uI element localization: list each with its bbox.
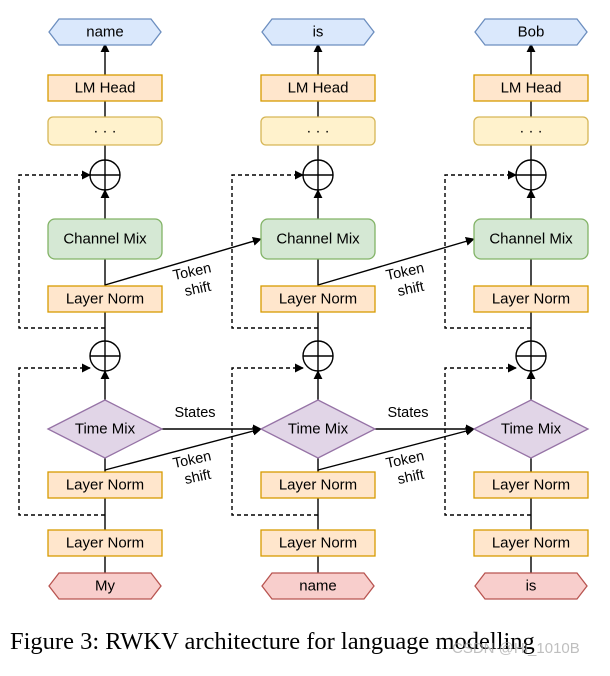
col-3-layer-norm-1 bbox=[473, 285, 589, 313]
col-3-channel-mix-label: Channel Mix bbox=[489, 231, 573, 248]
col-2-layer-norm-1 bbox=[260, 285, 376, 313]
col-3-time-mix bbox=[472, 399, 590, 459]
col-2-layer-norm-3 bbox=[260, 529, 376, 557]
link-2-time-token-label: Token bbox=[385, 448, 426, 472]
col-1-channel-mix-label: Channel Mix bbox=[63, 231, 147, 248]
col-2-channel-mix-label: Channel Mix bbox=[276, 231, 360, 248]
col-2-output-token bbox=[261, 18, 375, 46]
col-1-lm-head-label: LM Head bbox=[75, 80, 136, 97]
col-1-layer-norm-2 bbox=[47, 471, 163, 499]
diagram-edge-labels: StatesTokenshiftTokenshiftStatesTokenshi… bbox=[172, 260, 429, 488]
link-1-channel-shift-label: shift bbox=[183, 279, 212, 300]
col-3-time-mix-label: Time Mix bbox=[501, 421, 562, 438]
col-2-layer-norm-2 bbox=[260, 471, 376, 499]
col-1-layer-norm-3-label: Layer Norm bbox=[66, 535, 144, 552]
link-1-channel-token-label: Token bbox=[172, 260, 213, 284]
col-3-layer-norm-2 bbox=[473, 471, 589, 499]
link-1-time-shift-label: shift bbox=[183, 467, 212, 488]
link-2-time-token-shift-edge bbox=[317, 426, 475, 471]
col-1-layer-norm-3 bbox=[47, 529, 163, 557]
col-3-output-token-label: Bob bbox=[518, 24, 545, 41]
col-3-residual-bottom bbox=[444, 363, 531, 516]
col-1-lm-head bbox=[47, 74, 163, 102]
col-3-layer-norm-1-label: Layer Norm bbox=[492, 291, 570, 308]
col-1-output-token bbox=[48, 18, 162, 46]
watermark: CSDN @Hi_1010B bbox=[452, 640, 580, 657]
col-1-time-mix-label: Time Mix bbox=[75, 421, 136, 438]
col-2-layer-norm-3-label: Layer Norm bbox=[279, 535, 357, 552]
col-1-ellipsis bbox=[47, 116, 163, 146]
col-3-input-token-label: is bbox=[526, 578, 537, 595]
col-3-output-token bbox=[474, 18, 588, 46]
col-3-layer-norm-3 bbox=[473, 529, 589, 557]
col-2-residual-top bbox=[231, 170, 318, 329]
col-3-residual-top bbox=[444, 170, 531, 329]
col-3-input-token bbox=[474, 572, 588, 600]
col-3-layer-norm-2-label: Layer Norm bbox=[492, 477, 570, 494]
col-1-layer-norm-1 bbox=[47, 285, 163, 313]
link-1-time-token-shift-edge bbox=[104, 426, 262, 471]
col-2-layer-norm-2-label: Layer Norm bbox=[279, 477, 357, 494]
col-3-ellipsis-label: · · · bbox=[519, 123, 542, 140]
col-2-ellipsis bbox=[260, 116, 376, 146]
col-3-ellipsis bbox=[473, 116, 589, 146]
link-1-time-token-label: Token bbox=[172, 448, 213, 472]
col-2-time-mix-label: Time Mix bbox=[288, 421, 349, 438]
link-1-states-label: States bbox=[174, 405, 215, 421]
col-3-lm-head bbox=[473, 74, 589, 102]
link-1-channel-token-shift-edge bbox=[104, 236, 262, 286]
col-2-layer-norm-1-label: Layer Norm bbox=[279, 291, 357, 308]
col-1-layer-norm-2-label: Layer Norm bbox=[66, 477, 144, 494]
col-1-input-token-label: My bbox=[95, 578, 115, 595]
link-2-states-label: States bbox=[387, 405, 428, 421]
col-1-residual-top bbox=[18, 170, 105, 329]
col-2-residual-bottom bbox=[231, 363, 318, 516]
col-2-input-token bbox=[261, 572, 375, 600]
col-1-residual-bottom bbox=[18, 363, 105, 516]
link-2-time-shift-label: shift bbox=[396, 467, 425, 488]
col-2-ellipsis-label: · · · bbox=[306, 123, 329, 140]
link-2-channel-shift-label: shift bbox=[396, 279, 425, 300]
link-2-channel-token-label: Token bbox=[385, 260, 426, 284]
col-1-layer-norm-1-label: Layer Norm bbox=[66, 291, 144, 308]
diagram-edges bbox=[18, 43, 536, 574]
col-2-output-token-label: is bbox=[313, 24, 324, 41]
col-1-time-mix bbox=[46, 399, 164, 459]
col-1-channel-mix bbox=[47, 218, 163, 260]
col-1-output-token-label: name bbox=[86, 24, 124, 41]
col-2-time-mix bbox=[259, 399, 377, 459]
col-3-layer-norm-3-label: Layer Norm bbox=[492, 535, 570, 552]
link-2-channel-token-shift-edge bbox=[317, 236, 475, 286]
col-3-lm-head-label: LM Head bbox=[501, 80, 562, 97]
col-2-lm-head bbox=[260, 74, 376, 102]
col-3-channel-mix bbox=[473, 218, 589, 260]
col-2-input-token-label: name bbox=[299, 578, 337, 595]
col-1-input-token bbox=[48, 572, 162, 600]
figure-caption: Figure 3: RWKV architecture for language… bbox=[10, 628, 535, 655]
col-1-ellipsis-label: · · · bbox=[93, 123, 116, 140]
col-2-channel-mix bbox=[260, 218, 376, 260]
col-2-lm-head-label: LM Head bbox=[288, 80, 349, 97]
